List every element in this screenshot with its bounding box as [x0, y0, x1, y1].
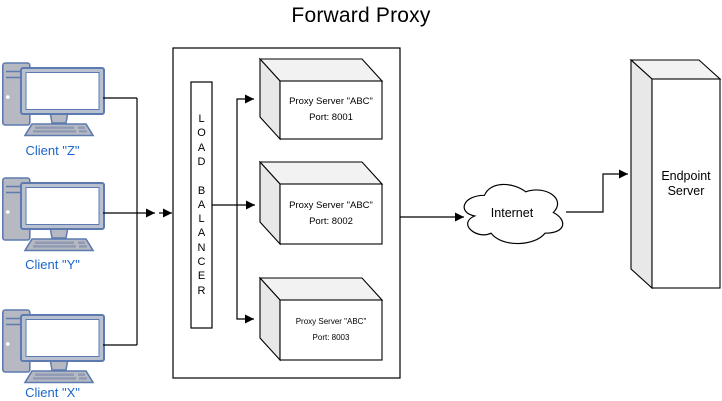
keyboard-icon [23, 238, 95, 252]
proxy2-name: Proxy Server "ABC" [289, 200, 373, 211]
monitor-screen [25, 187, 100, 225]
load-balancer-label-container: L O A D B A L A N C E R [191, 82, 212, 328]
client-x-computer-icon [2, 309, 105, 384]
diagram-title: Forward Proxy [291, 4, 431, 27]
proxy1-port: Port: 8001 [309, 112, 353, 123]
client-z-label: Client "Z" [25, 143, 80, 158]
endpoint-server-label: Endpoint Server [661, 168, 711, 198]
keyboard-icon [23, 370, 95, 384]
proxy3-name: Proxy Server "ABC" [295, 317, 367, 326]
lb-to-proxy-connectors [212, 94, 255, 324]
endpoint-server-cube [629, 58, 722, 290]
client-y-label: Client "Y" [25, 257, 80, 272]
monitor-screen [25, 319, 100, 357]
client-bus-connectors [103, 97, 172, 346]
internet-cloud [463, 183, 564, 245]
proxy2-port: Port: 8002 [309, 216, 353, 227]
lb-to-proxy3-arrow [236, 205, 254, 324]
proxy2-cube [258, 160, 384, 246]
proxy3-label: Proxy Server "ABC" Port: 8003 [280, 300, 382, 360]
internet-label: Internet [490, 205, 534, 220]
proxy1-name: Proxy Server "ABC" [289, 96, 373, 107]
load-balancer-label: L O A D B A L A N C E R [197, 113, 206, 297]
monitor-screen [25, 72, 100, 110]
client-x-label: Client "X" [25, 385, 80, 400]
client-y-computer-icon [2, 177, 105, 252]
proxy1-label: Proxy Server "ABC" Port: 8001 [280, 81, 382, 139]
client-z-computer-icon [2, 62, 105, 137]
proxy2-label: Proxy Server "ABC" Port: 8002 [280, 184, 382, 244]
keyboard-icon [23, 123, 95, 137]
proxy1-cube [258, 57, 384, 141]
lb-to-proxy1-arrow [236, 94, 254, 205]
proxy3-cube [258, 276, 384, 362]
internet-to-endpoint-arrow [566, 169, 628, 213]
proxy3-port: Port: 8003 [312, 333, 350, 342]
